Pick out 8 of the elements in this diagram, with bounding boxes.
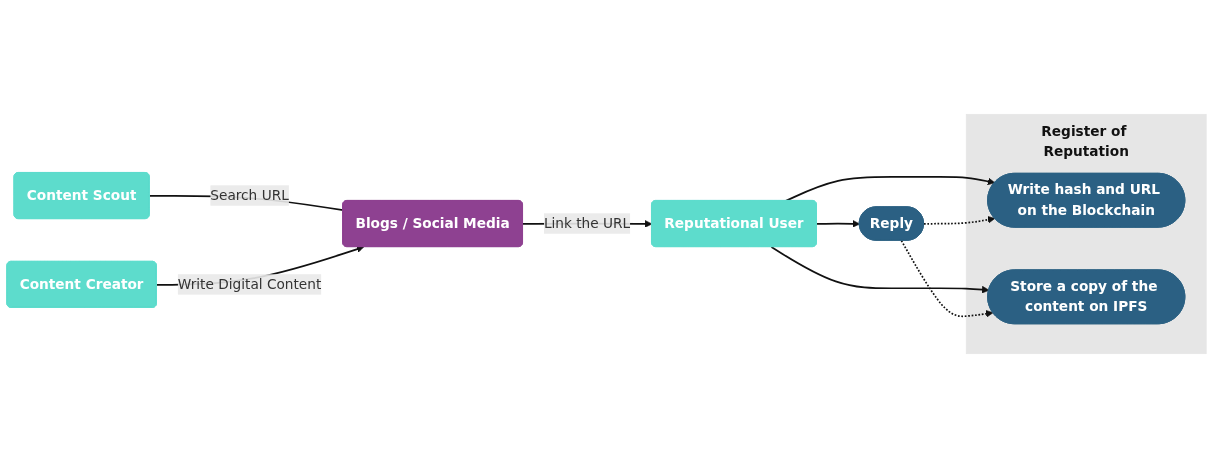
arrow bbox=[785, 176, 996, 202]
edge-label: Write Digital Content bbox=[177, 275, 322, 293]
arrow bbox=[923, 216, 996, 225]
arrow bbox=[770, 246, 990, 294]
arrow bbox=[816, 220, 860, 228]
edge-label: Link the URL bbox=[543, 214, 631, 232]
arrow bbox=[900, 239, 994, 318]
edge-label: Search URL bbox=[210, 187, 289, 204]
